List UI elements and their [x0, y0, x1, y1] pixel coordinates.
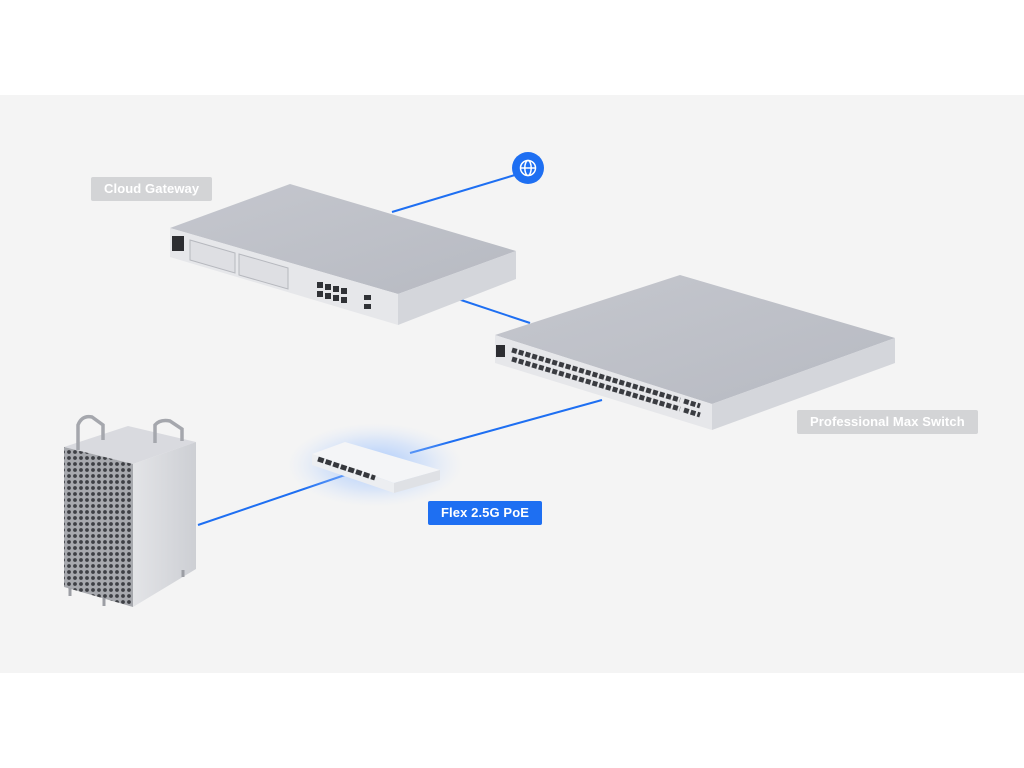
gateway-ports: [317, 282, 371, 309]
tower-handles: [76, 414, 184, 450]
switch-display: [496, 345, 505, 357]
label-cloud-gateway: Cloud Gateway: [91, 177, 213, 201]
globe-icon[interactable]: [512, 152, 544, 184]
topology-diagram: [64, 152, 895, 607]
switch-port-rows: [511, 347, 701, 418]
tower-feet: [68, 570, 185, 606]
link-gateway-switch: [454, 297, 531, 324]
topology-stage: [0, 95, 1024, 673]
gateway-drive-bays: [189, 239, 289, 290]
cloud-gateway-device[interactable]: [170, 184, 516, 325]
pro-max-switch-device[interactable]: [495, 275, 895, 430]
flex-switch-device[interactable]: [287, 423, 463, 507]
gateway-display: [172, 236, 184, 251]
workstation-device[interactable]: [64, 414, 196, 607]
flex-ports: [317, 456, 376, 481]
link-internet-gateway: [391, 174, 516, 213]
label-pro-max-switch: Professional Max Switch: [797, 410, 978, 434]
label-flex-switch: Flex 2.5G PoE: [428, 501, 543, 525]
